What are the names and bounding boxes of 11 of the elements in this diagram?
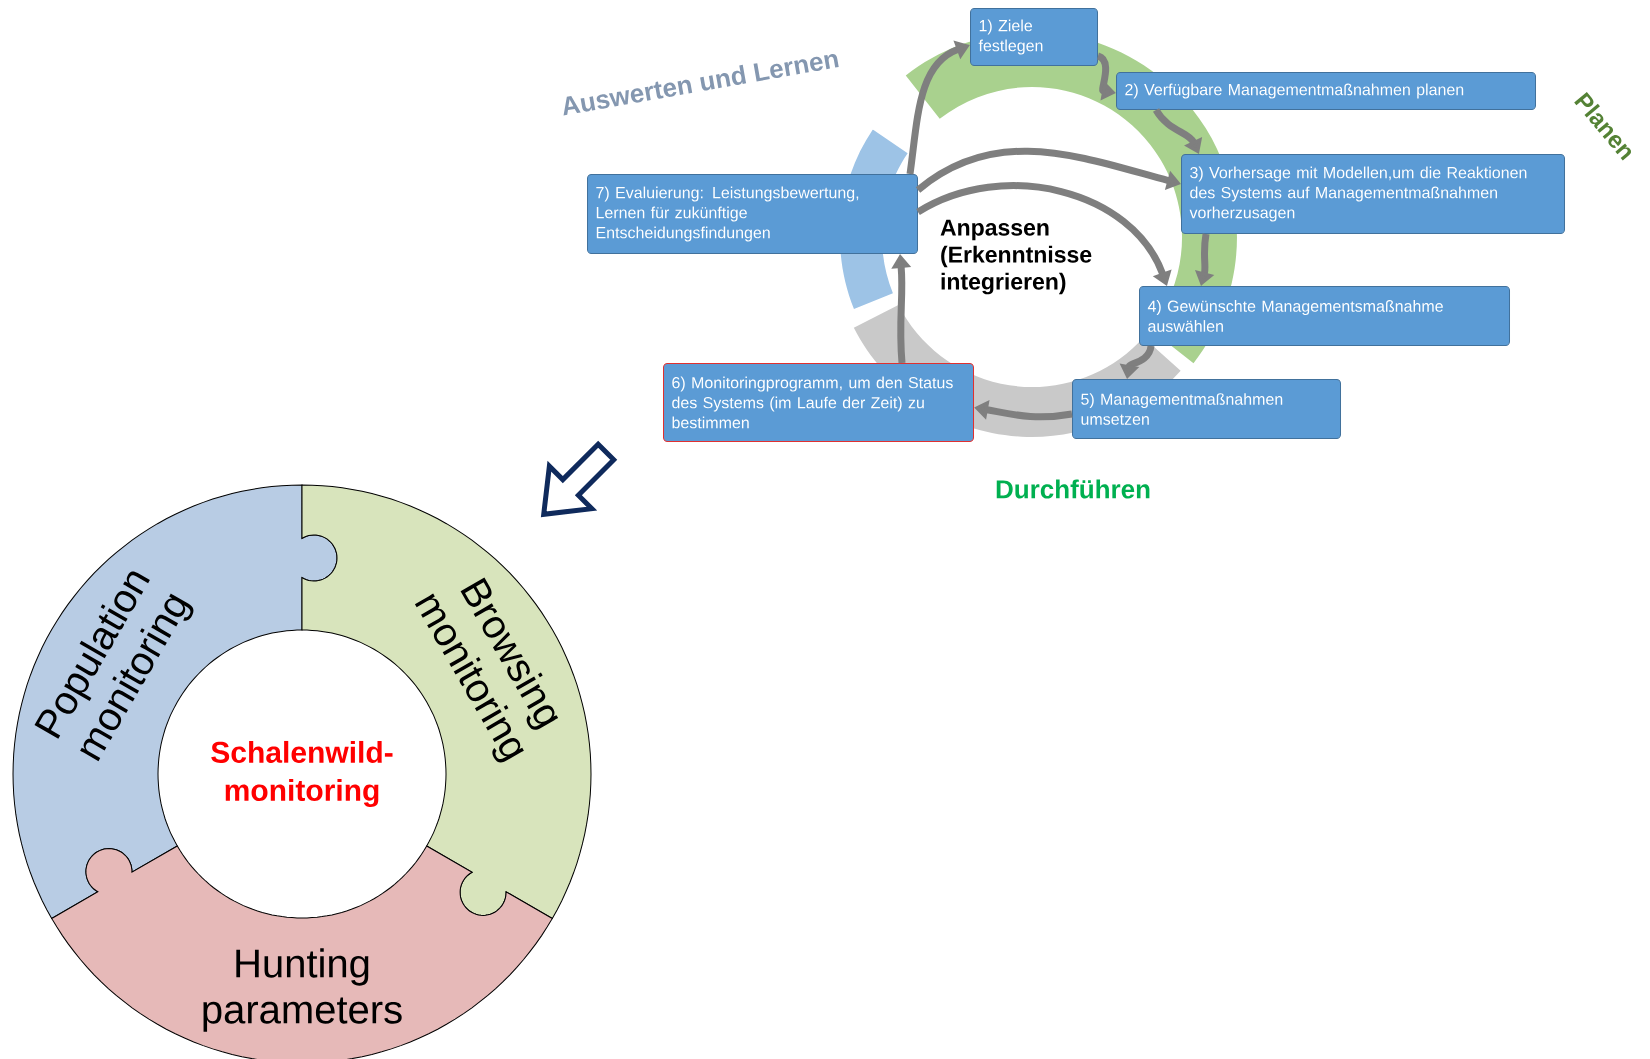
phase-label: Auswerten und Lernen: [563, 53, 839, 116]
step-box: 4) Gewünschte Managementsmaßnahme auswählen: [1139, 286, 1510, 346]
phase-label: Durchführen: [996, 479, 1150, 499]
step-box: 7) Evaluierung: Leistungsbewertung, Lernen für zukünftige Entscheidungsfindungen: [587, 174, 918, 254]
step-box: 5) Managementmaßnahmen umsetzen: [1072, 379, 1341, 439]
step-box: 2) Verfügbare Managementmaßnahmen planen: [1116, 72, 1536, 110]
step-box: 3) Vorhersage mit Modellen,um die Reaktionen des Systems auf Managementmaßnahmen vorherzusagen: [1181, 154, 1565, 234]
puzzle-piece: Hunting parameters: [51, 845, 553, 1059]
center-text: Anpassen (Erkenntnisse integrieren): [940, 219, 1092, 295]
step-box: 1) Ziele festlegen: [970, 8, 1098, 66]
step-box: 6) Monitoringprogramm, um den Status des Systems (im Laufe der Zeit) zu bestimmen: [663, 363, 974, 442]
